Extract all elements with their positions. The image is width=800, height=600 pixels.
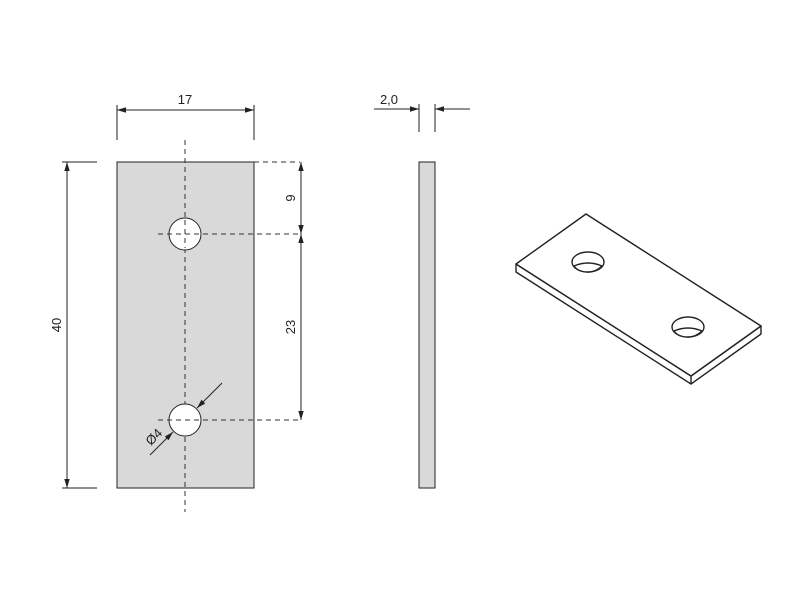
svg-text:17: 17 [178,92,192,107]
svg-text:9: 9 [283,194,298,201]
svg-text:40: 40 [49,318,64,332]
isometric-view [515,213,762,385]
dimension-width: 17 [116,92,255,140]
svg-text:2,0: 2,0 [380,92,398,107]
front-view [116,140,300,512]
side-view: 2,0 [374,92,470,489]
svg-text:23: 23 [283,320,298,334]
dimension-hole-positions: 9 23 [283,162,304,420]
dimension-height: 40 [49,161,97,489]
